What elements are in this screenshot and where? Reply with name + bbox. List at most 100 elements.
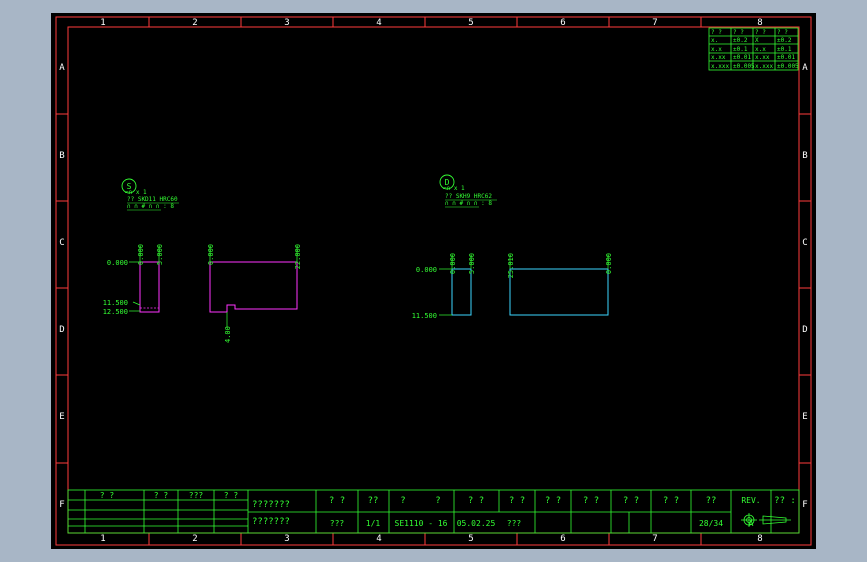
row-label-right: D <box>802 325 807 335</box>
tol-cell: ±0.005 <box>733 63 755 70</box>
cad-viewport[interactable]: 1 2 3 4 5 6 7 8 1 2 3 4 5 6 7 8 A B C D … <box>51 13 816 549</box>
tol-cell: x.xxx <box>711 63 729 70</box>
tol-cell: ±0.1 <box>777 46 792 53</box>
view-s-qty: ∩ ∩ # ∩ ∩ : 8 <box>127 203 174 210</box>
tb-header-cell: ? ? <box>623 496 639 506</box>
col-label-bottom: 6 <box>560 534 565 544</box>
tb-question-row: ??????? <box>252 500 290 510</box>
row-label-left: C <box>59 238 64 248</box>
row-label-left: F <box>59 500 64 510</box>
tol-cell: ? ? <box>733 29 744 36</box>
row-label-right: B <box>802 151 807 161</box>
dim-d-top: 0.000 <box>605 253 613 274</box>
row-label-right: C <box>802 238 807 248</box>
col-label-bottom: 3 <box>284 534 289 544</box>
tb-header-cell: ? <box>400 496 405 506</box>
view-d-balloon <box>439 174 455 190</box>
tb-header-cell: ? ? <box>509 496 525 506</box>
tb-header-cell: ? ? <box>663 496 679 506</box>
col-label-top: 2 <box>192 18 197 28</box>
view-s-profile-left <box>139 261 160 313</box>
tol-cell: ? ? <box>755 29 766 36</box>
view-s-material: ?? SKD11 HRC60 <box>127 196 178 203</box>
row-label-left: A <box>59 63 65 73</box>
tb-header-cell: ? ? <box>583 496 599 506</box>
tb-header: ? ? <box>100 491 115 500</box>
row-label-left: E <box>59 412 64 422</box>
tb-rev-label: REV. <box>741 496 760 505</box>
tb-header-cell: ? <box>435 496 440 506</box>
col-label-top: 1 <box>100 18 105 28</box>
view-d[interactable]: D =∩ x 1 ?? SKH9 HRC62 ∩ ∩ # ∩ ∩ : 8 0.0… <box>412 174 613 320</box>
tb-header-cell: ?? <box>706 496 717 506</box>
col-label-bottom: 2 <box>192 534 197 544</box>
tol-cell: x.xxx <box>755 63 773 70</box>
tol-cell: ±0.1 <box>733 46 748 53</box>
view-d-label: D <box>445 178 450 187</box>
tol-cell: ±0.01 <box>777 54 795 61</box>
view-d-qty: ∩ ∩ # ∩ ∩ : 8 <box>445 200 492 207</box>
tb-header: ? ? <box>224 491 239 500</box>
tb-question-row: ??????? <box>252 517 290 527</box>
tol-cell: ±0.2 <box>777 37 792 44</box>
row-ticks <box>56 113 811 464</box>
tb-header: ? ? <box>154 491 169 500</box>
col-label-top: 5 <box>468 18 473 28</box>
tol-cell: x. <box>711 37 718 44</box>
dim-d-top: 25.010 <box>507 253 515 278</box>
dim-s-bottom: 4.00 <box>224 326 232 343</box>
tb-value-cell: 05.02.25 <box>457 519 496 528</box>
tolerance-table <box>708 27 799 71</box>
projection-symbol-icon <box>741 513 791 527</box>
column-ticks <box>148 17 702 545</box>
view-s-profile-right <box>209 261 298 313</box>
tb-rev-value: A <box>749 519 754 528</box>
tb-header-cell: ?? <box>368 496 379 506</box>
row-label-right: A <box>802 63 808 73</box>
view-d-profile-left <box>451 268 472 316</box>
row-label-right: E <box>802 412 807 422</box>
dim-s-top: 0.000 <box>137 244 145 265</box>
dim-s-top: 22.000 <box>294 244 302 269</box>
dim-d-left: 11.500 <box>412 312 437 320</box>
view-s-scale: =∩ x 1 <box>125 189 147 196</box>
dim-s-left: 12.500 <box>103 308 128 316</box>
dim-s-top: 5.000 <box>156 244 164 265</box>
tb-value-cell: 1/1 <box>366 519 381 528</box>
tb-header-cell: ? ? <box>468 496 484 506</box>
view-d-profile-right <box>509 268 609 316</box>
tol-cell: x.x <box>711 46 722 53</box>
view-s-balloon <box>121 178 137 194</box>
tol-cell: x.xx <box>711 54 726 61</box>
dim-d-top: 0.000 <box>449 253 457 274</box>
col-label-bottom: 4 <box>376 534 381 544</box>
tb-header-cell: ? ? <box>329 496 345 506</box>
tb-sheet-number: 28/34 <box>699 519 723 528</box>
row-label-left: B <box>59 151 64 161</box>
title-block <box>67 489 800 534</box>
drawing-sheet: 1 2 3 4 5 6 7 8 1 2 3 4 5 6 7 8 A B C D … <box>55 16 812 546</box>
dim-s-left: 0.000 <box>107 259 128 267</box>
col-label-bottom: 7 <box>652 534 657 544</box>
col-label-bottom: 5 <box>468 534 473 544</box>
tb-value-cell: ??? <box>330 519 345 528</box>
tb-value-cell: ??? <box>507 519 522 528</box>
view-d-material: ?? SKH9 HRC62 <box>445 193 492 200</box>
col-label-top: 8 <box>757 18 762 28</box>
tb-header-cell: ? ? <box>545 496 561 506</box>
outer-frame <box>55 16 812 546</box>
view-s[interactable]: S =∩ x 1 ?? SKD11 HRC60 ∩ ∩ # ∩ ∩ : 8 0.… <box>103 178 302 343</box>
col-label-bottom: 8 <box>757 534 762 544</box>
row-label-left: D <box>59 325 64 335</box>
tol-cell: x.x <box>755 46 766 53</box>
col-label-top: 4 <box>376 18 381 28</box>
tol-cell: ±0.01 <box>733 54 751 61</box>
col-label-bottom: 1 <box>100 534 105 544</box>
view-s-label: S <box>127 182 132 191</box>
col-label-top: 3 <box>284 18 289 28</box>
dim-s-top: 0.000 <box>207 244 215 265</box>
tol-cell: X <box>755 37 759 44</box>
dim-d-left: 0.000 <box>416 266 437 274</box>
tol-cell: ? ? <box>711 29 722 36</box>
inner-frame <box>67 26 800 534</box>
